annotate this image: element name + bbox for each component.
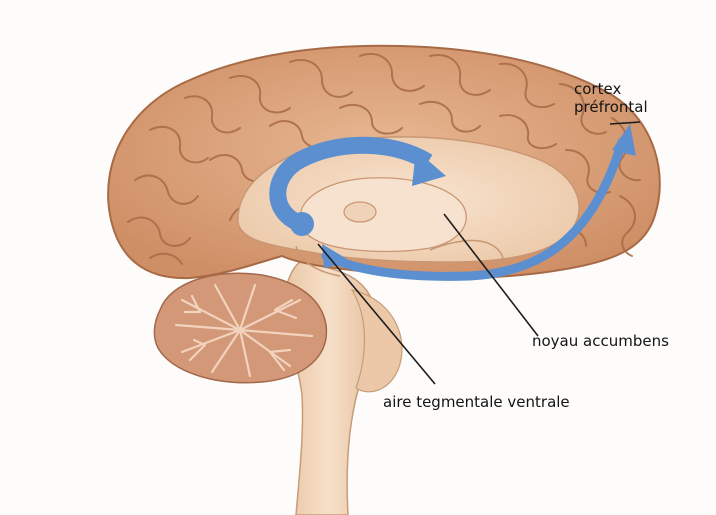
thalamus	[300, 178, 466, 252]
interthalamic-adhesion	[344, 202, 376, 222]
label-cortex-line2: préfrontal	[574, 98, 648, 116]
label-aire-tegmentale: aire tegmentale ventrale	[383, 393, 570, 411]
cerebellum	[154, 273, 326, 382]
label-cortex-prefrontal: cortex préfrontal	[574, 80, 648, 116]
label-cortex-line1: cortex	[574, 80, 648, 98]
pathway-origin-node	[290, 212, 314, 236]
label-noyau-accumbens: noyau accumbens	[532, 332, 669, 350]
